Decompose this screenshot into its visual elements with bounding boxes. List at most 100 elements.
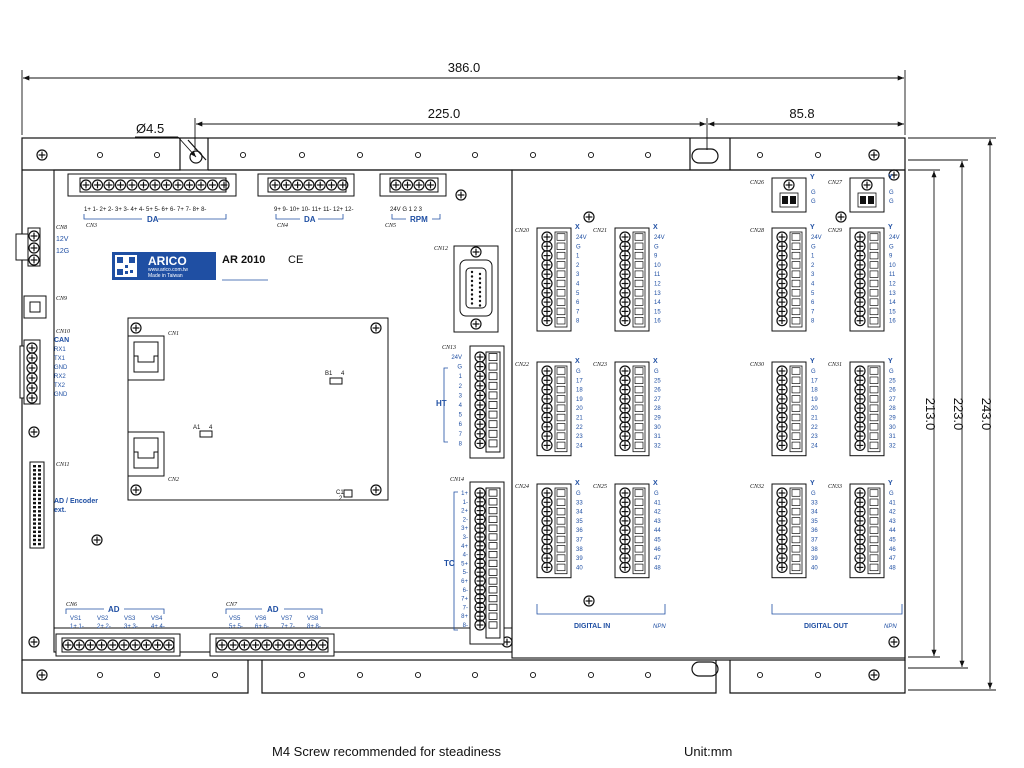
pin-label: 13	[654, 291, 661, 297]
terminal-slot	[791, 385, 801, 394]
module-slots	[857, 192, 877, 208]
db-pin	[478, 299, 482, 303]
pin-label: 44	[654, 528, 661, 534]
terminal-slot	[791, 233, 801, 241]
b1-pin-count: 4	[341, 371, 345, 377]
a1-label: A1	[193, 425, 201, 431]
pin-label: VS2	[97, 616, 109, 622]
pin-label: 6	[576, 300, 580, 306]
pin-label: 47	[889, 556, 896, 562]
cn13-id: CN13	[442, 345, 456, 351]
header-pin	[38, 518, 41, 521]
header-pin	[38, 481, 41, 484]
header-pin	[33, 530, 36, 533]
pin-label: G	[811, 199, 816, 205]
module-slots	[789, 365, 803, 453]
module-axis: X	[653, 358, 658, 365]
pin-label: 8+	[461, 614, 468, 620]
terminal-slot	[634, 395, 644, 403]
module-id: CN20	[515, 228, 529, 234]
pin-label: 33	[811, 500, 818, 506]
cn5-pin-labels: 24V G 1 2 3	[390, 207, 423, 213]
terminal-slot	[869, 413, 879, 422]
height-inner-label: 213.0	[923, 398, 938, 431]
digital-bracket-lines	[536, 604, 903, 615]
brand-website: www.arico.com.tw	[148, 267, 188, 273]
pin-label: 19	[576, 397, 583, 403]
pin-label: 6+	[461, 579, 468, 585]
terminal-slot	[791, 432, 801, 440]
middle-width-label: 225.0	[428, 106, 461, 121]
header-pin	[33, 534, 36, 538]
pin-label: 20	[576, 406, 583, 412]
terminal-slot	[791, 251, 801, 260]
terminal-slot	[556, 279, 566, 288]
a1-pin-count: 4	[209, 425, 213, 431]
cn8-id: CN8	[56, 225, 67, 231]
db-pin	[470, 293, 474, 296]
module-axis: X	[575, 224, 580, 231]
height-outer-label: 243.0	[979, 398, 994, 431]
terminal-slot	[869, 517, 879, 525]
pin-label: 1+ 1-	[70, 624, 84, 630]
terminal-slot	[869, 261, 879, 269]
terminal-slot	[869, 526, 879, 534]
pin-label: 30	[654, 425, 661, 431]
terminal-slot	[556, 554, 566, 562]
terminal-slot	[488, 559, 498, 568]
terminal-slot	[488, 401, 498, 409]
pin-label: 29	[889, 416, 896, 422]
pin-label: VS1	[70, 616, 82, 622]
module-axis: Y	[888, 358, 893, 365]
terminal-slot	[488, 372, 498, 381]
terminal-slot	[488, 621, 498, 629]
terminal-slot	[488, 420, 498, 429]
pin-label: 7	[576, 309, 580, 315]
terminal-slot	[488, 533, 498, 541]
pin-label: 34	[576, 510, 583, 516]
pin-label: 4	[459, 403, 463, 409]
dimension-lines	[21, 70, 996, 691]
pin-label: RX1	[54, 347, 66, 353]
terminal-slot	[556, 385, 566, 394]
cn7-id: CN7	[226, 602, 238, 608]
pin-label: VS6	[255, 616, 267, 622]
screw-note: M4 Screw recommended for steadiness	[272, 744, 502, 759]
terminal-slot	[869, 270, 879, 278]
db-pin	[478, 277, 482, 280]
terminal-slot	[556, 517, 566, 525]
pin-label: G	[811, 190, 816, 196]
pin-label: 22	[811, 425, 818, 431]
module-id: CN32	[750, 484, 764, 490]
terminal-slot	[556, 545, 566, 553]
header-pin	[33, 493, 36, 497]
terminal-slot	[791, 261, 801, 269]
module-axis: Y	[810, 480, 815, 487]
pin-label: 18	[811, 388, 818, 394]
terminal-slot	[556, 498, 566, 506]
pin-label: 18	[576, 388, 583, 394]
module-slots	[867, 231, 881, 328]
pin-label: 24V	[811, 235, 822, 241]
terminal-slot	[556, 233, 566, 241]
terminal-slot	[488, 612, 498, 620]
pin-label: 24V	[451, 355, 462, 361]
pin-label: 3+ 3-	[124, 624, 138, 630]
terminal-slot	[488, 515, 498, 524]
pin-label: 6+ 6-	[255, 624, 269, 630]
pin-label: 26	[654, 388, 661, 394]
pin-label: 40	[811, 565, 818, 571]
cn9-usb-port	[23, 295, 47, 319]
cn4-title: DA	[304, 215, 316, 224]
terminal-slot	[556, 413, 566, 422]
digital-in-title: DIGITAL IN	[574, 623, 610, 630]
pin-label: G	[654, 491, 659, 497]
right-width-label: 85.8	[789, 106, 814, 121]
cn14-screws	[474, 487, 498, 631]
